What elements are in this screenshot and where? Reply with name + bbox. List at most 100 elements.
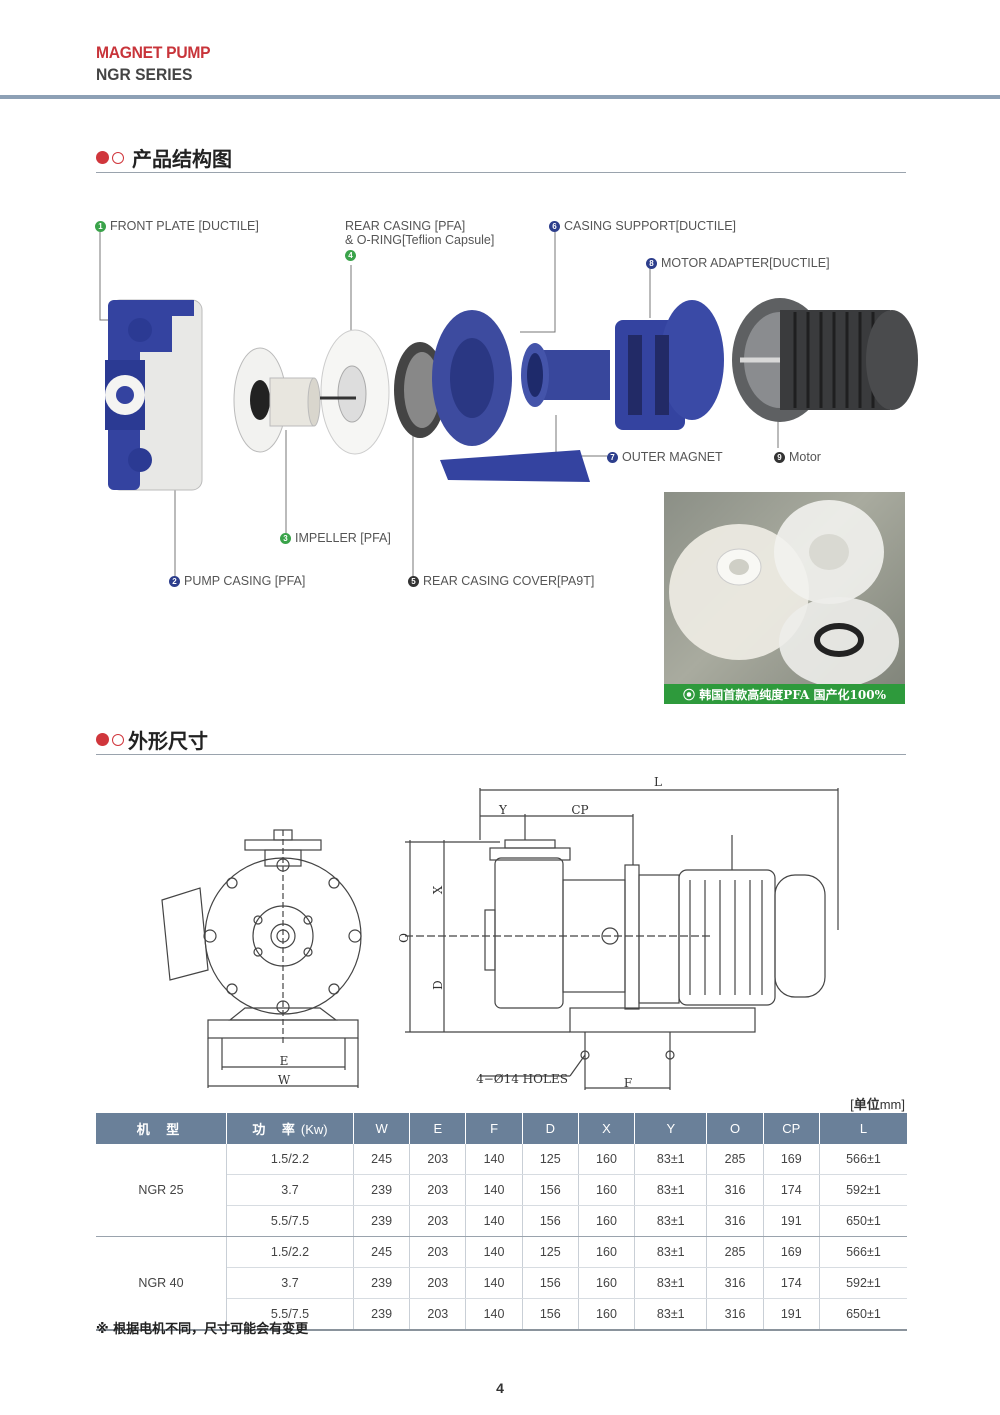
dimension-cell: 316: [706, 1205, 764, 1237]
col-header-l: L: [819, 1113, 907, 1144]
dimension-cell: 203: [409, 1236, 467, 1268]
power-cell: 3.7: [226, 1174, 354, 1206]
dim-label-d: D: [431, 980, 445, 990]
callout-front-plate: 1 FRONT PLATE [DUCTILE]: [95, 219, 259, 233]
callout-label: Motor: [789, 450, 821, 464]
callout-label: FRONT PLATE [DUCTILE]: [110, 219, 259, 233]
col-header-power: 功 率(Kw): [226, 1113, 354, 1144]
dimension-cell: 566±1: [819, 1144, 907, 1175]
red-ring-icon: [112, 151, 124, 164]
dim-label-cp: CP: [571, 803, 588, 817]
rear-casing-graphic: [320, 329, 390, 455]
section-title-dimensions: 外形尺寸: [96, 725, 208, 754]
page-number: 4: [496, 1380, 504, 1396]
callout-label: REAR CASING [PFA]: [345, 219, 466, 233]
dimension-cell: 156: [522, 1174, 579, 1206]
dimension-cell: 239: [353, 1267, 411, 1299]
callout-label-2: & O-RING[Teflion Capsule]: [345, 233, 495, 248]
dim-label-y: Y: [498, 803, 508, 817]
model-cell: NGR 25: [96, 1144, 227, 1237]
dimension-cell: 592±1: [819, 1267, 907, 1299]
dimension-cell: 160: [578, 1174, 636, 1206]
callout-number: 3: [280, 532, 291, 544]
callout-number: 8: [646, 257, 657, 269]
col-header-f: F: [465, 1113, 523, 1144]
dimension-cell: 174: [763, 1174, 820, 1206]
unit-bracket-open: [: [850, 1097, 854, 1112]
section-title-structure: 产品结构图: [96, 143, 232, 172]
callout-number: 7: [607, 451, 618, 463]
dimension-cell: 650±1: [819, 1205, 907, 1237]
dimension-cell: 140: [465, 1236, 523, 1268]
red-dot-icon: [96, 151, 109, 164]
dimension-cell: 203: [409, 1144, 467, 1175]
col-header-o: O: [706, 1113, 764, 1144]
callout-label: CASING SUPPORT[DUCTILE]: [564, 219, 737, 233]
dimension-cell: 174: [763, 1267, 820, 1299]
dimension-cell: 156: [522, 1205, 579, 1237]
dimension-cell: 203: [409, 1298, 467, 1331]
dimension-cell: 169: [763, 1144, 820, 1175]
dimension-cell: 316: [706, 1298, 764, 1331]
photo-caption: ⦿ 韩国首款高纯度PFA 国产化100%: [664, 684, 905, 704]
callout-label: OUTER MAGNET: [622, 450, 723, 464]
pfa-parts-photo: ⦿ 韩国首款高纯度PFA 国产化100%: [664, 492, 905, 704]
callout-label: PUMP CASING [PFA]: [184, 574, 306, 588]
dimension-cell: 140: [465, 1174, 523, 1206]
dimension-cell: 285: [706, 1144, 764, 1175]
casing-support-graphic: [521, 343, 610, 407]
red-ring-icon: [112, 733, 124, 746]
dimension-cell: 83±1: [634, 1144, 708, 1175]
callout-casing-support: 6 CASING SUPPORT[DUCTILE]: [549, 219, 736, 233]
callout-impeller: 3 IMPELLER [PFA]: [280, 531, 391, 545]
motor-graphic: [732, 298, 918, 422]
unit-en: mm: [879, 1097, 902, 1112]
dimension-cell: 125: [522, 1236, 579, 1268]
col-header-e: E: [409, 1113, 467, 1144]
col-header-y: Y: [634, 1113, 708, 1144]
callout-number: 6: [549, 220, 560, 232]
callout-number: 1: [95, 220, 106, 232]
motor-adapter-graphic: [615, 300, 724, 430]
dimension-cell: 156: [522, 1298, 579, 1331]
dimension-cell: 245: [353, 1144, 411, 1175]
dim-label-o: O: [397, 933, 411, 943]
brand-header: MAGNET PUMP NGR SERIES: [96, 44, 220, 83]
power-cell: 1.5/2.2: [226, 1236, 354, 1268]
dimension-cell: 566±1: [819, 1236, 907, 1268]
power-cell: 1.5/2.2: [226, 1144, 354, 1175]
callout-number: 4: [345, 249, 356, 261]
dimension-cell: 83±1: [634, 1174, 708, 1206]
callout-label: MOTOR ADAPTER[DUCTILE]: [661, 256, 830, 270]
header-divider: [0, 95, 1000, 99]
dim-label-x: X: [431, 885, 445, 894]
unit-label: [单位mm]: [850, 1094, 905, 1113]
table-header-row: 机 型 功 率(Kw) W E F D X Y O CP L: [96, 1113, 907, 1144]
col-header-d: D: [522, 1113, 579, 1144]
dimension-cell: 592±1: [819, 1174, 907, 1206]
dimension-cell: 191: [763, 1205, 820, 1237]
dimension-cell: 83±1: [634, 1298, 708, 1331]
dim-label-e: E: [280, 1054, 289, 1068]
dimension-cell: 191: [763, 1298, 820, 1331]
callout-number: 2: [169, 575, 180, 587]
dimension-cell: 83±1: [634, 1236, 708, 1268]
callout-number: 5: [408, 575, 419, 587]
dim-label-holes: 4−Ø14 HOLES: [476, 1072, 568, 1086]
dimension-cell: 316: [706, 1174, 764, 1206]
section-title-text: 外形尺寸: [128, 729, 208, 753]
dimension-cell: 83±1: [634, 1205, 708, 1237]
dimension-cell: 140: [465, 1205, 523, 1237]
dimension-cell: 140: [465, 1298, 523, 1331]
impeller-graphic: [233, 347, 321, 453]
dimension-cell: 169: [763, 1236, 820, 1268]
section-rule: [96, 754, 906, 755]
dimension-cell: 203: [409, 1174, 467, 1206]
dimension-cell: 316: [706, 1267, 764, 1299]
dimension-cell: 285: [706, 1236, 764, 1268]
